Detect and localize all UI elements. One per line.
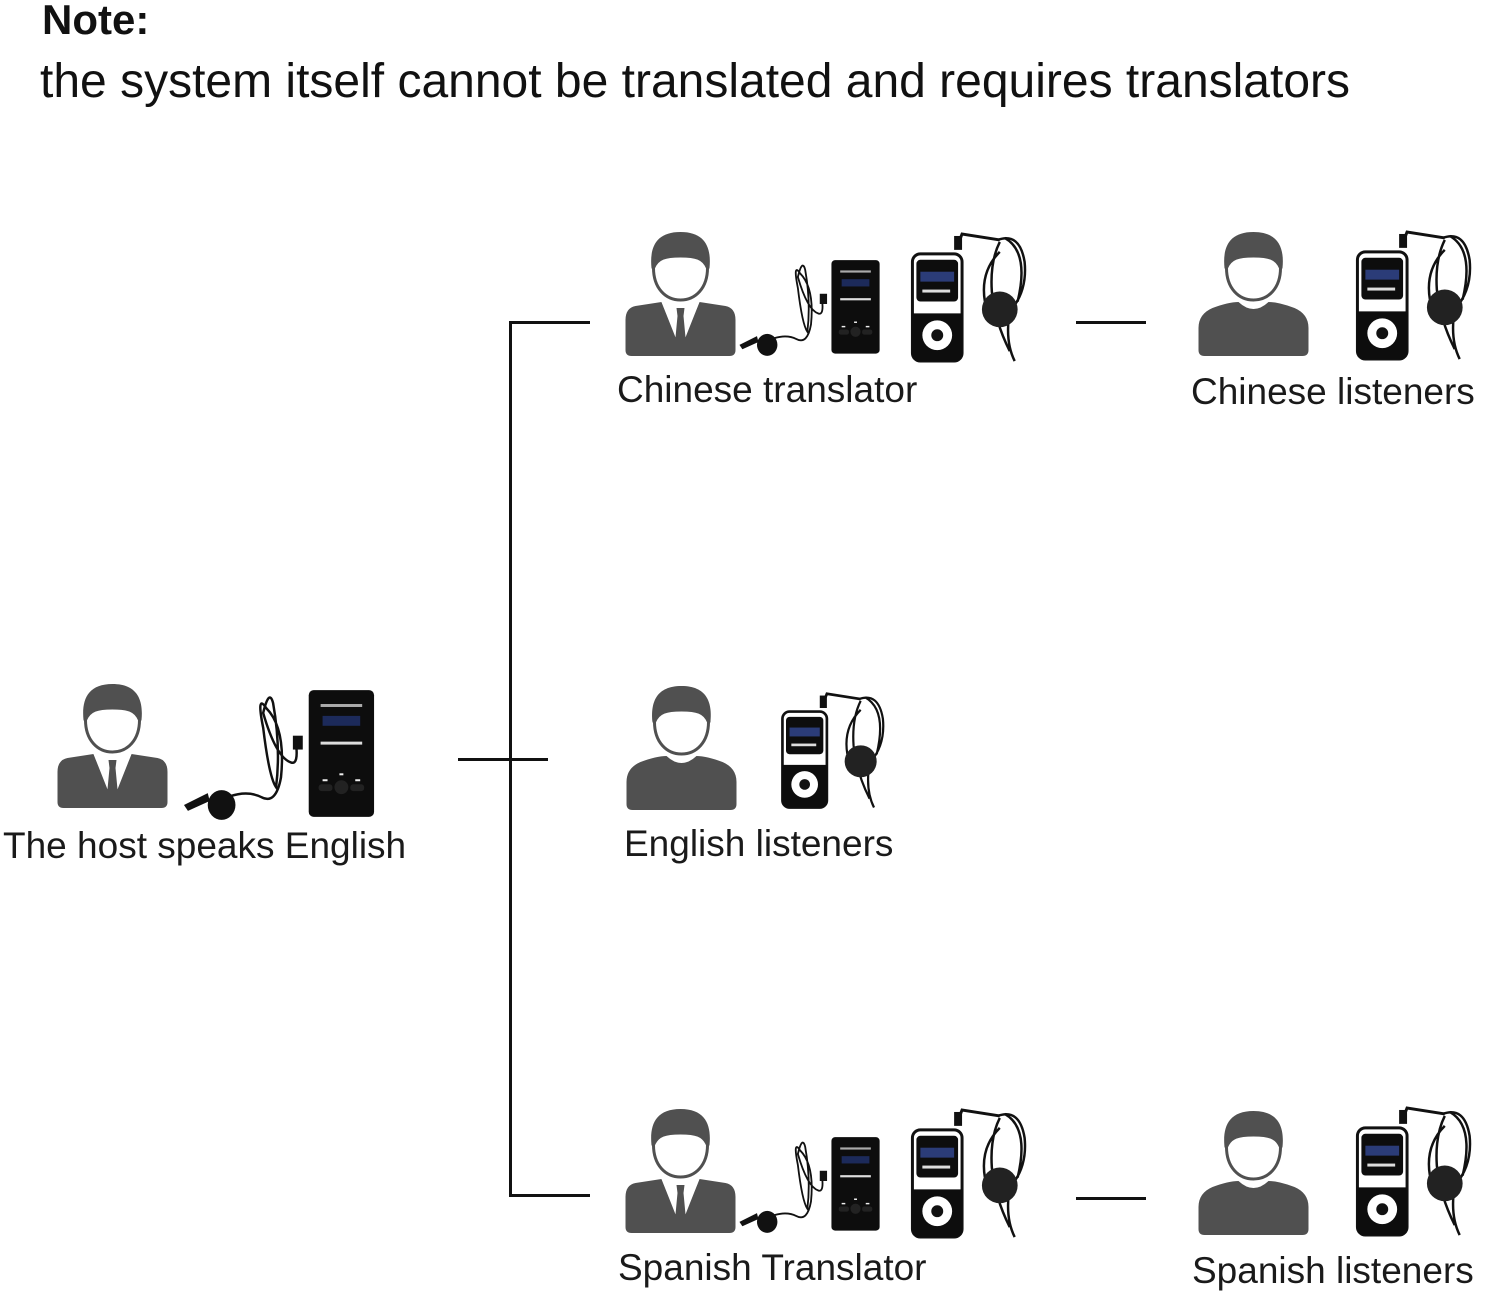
person-suit-icon — [625, 228, 736, 356]
connector-to-chinese-translator — [509, 321, 590, 324]
host-label: The host speaks English — [3, 825, 407, 866]
person-icon — [1198, 228, 1309, 356]
receiver-with-earphone-icon — [1355, 1106, 1475, 1240]
person-icon — [626, 682, 737, 810]
transmitter-with-microphone-icon — [738, 258, 884, 358]
person-suit-icon — [625, 1105, 736, 1233]
note-title: Note: — [42, 0, 150, 43]
chinese-listeners-label: Chinese listeners — [1191, 371, 1475, 412]
connector-trunk-vertical — [509, 321, 512, 1197]
receiver-with-earphone-icon — [775, 692, 893, 812]
person-suit-icon — [57, 680, 168, 808]
chinese-translator-label: Chinese translator — [617, 369, 918, 410]
receiver-with-earphone-icon — [910, 232, 1030, 366]
connector-host-horizontal — [458, 758, 548, 761]
receiver-with-earphone-icon — [1355, 230, 1475, 364]
english-listeners-label: English listeners — [624, 823, 894, 864]
spanish-translator-label: Spanish Translator — [618, 1247, 927, 1288]
transmitter-with-microphone-icon — [182, 688, 380, 822]
transmitter-with-microphone-icon — [738, 1135, 884, 1235]
connector-to-spanish-translator — [509, 1194, 590, 1197]
spanish-listeners-label: Spanish listeners — [1192, 1250, 1474, 1291]
receiver-with-earphone-icon — [910, 1108, 1030, 1242]
note-text: the system itself cannot be translated a… — [40, 55, 1351, 108]
connector-spanish-to-listeners — [1076, 1197, 1146, 1200]
connector-chinese-to-listeners — [1076, 321, 1146, 324]
person-icon — [1198, 1107, 1309, 1235]
